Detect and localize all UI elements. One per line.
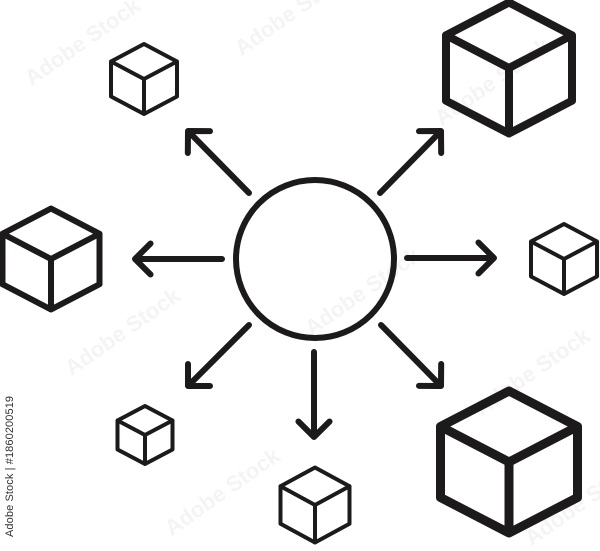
- cube-right-small-icon: [529, 222, 599, 296]
- cube-bottom-left-small-icon: [115, 404, 175, 466]
- arrow-east-icon: [404, 239, 497, 277]
- arrow-south-west-icon: [185, 322, 252, 389]
- cube-bottom-right-large-icon: [436, 386, 582, 538]
- arrow-north-east-icon: [377, 128, 445, 196]
- stock-credit-label: Adobe Stock | #1860200519: [4, 395, 16, 537]
- hub-circle: [233, 177, 397, 341]
- arrows-group: [132, 128, 497, 440]
- cube-left-medium-icon: [0, 205, 103, 313]
- arrow-north-west-icon: [184, 128, 252, 196]
- arrow-south-east-icon: [378, 322, 445, 389]
- arrow-west-icon: [132, 240, 225, 278]
- cube-top-right-large-icon: [442, 0, 576, 138]
- arrow-south-icon: [295, 349, 333, 440]
- cube-top-left-small-icon: [109, 42, 179, 116]
- cube-bottom-center-icon: [278, 465, 352, 545]
